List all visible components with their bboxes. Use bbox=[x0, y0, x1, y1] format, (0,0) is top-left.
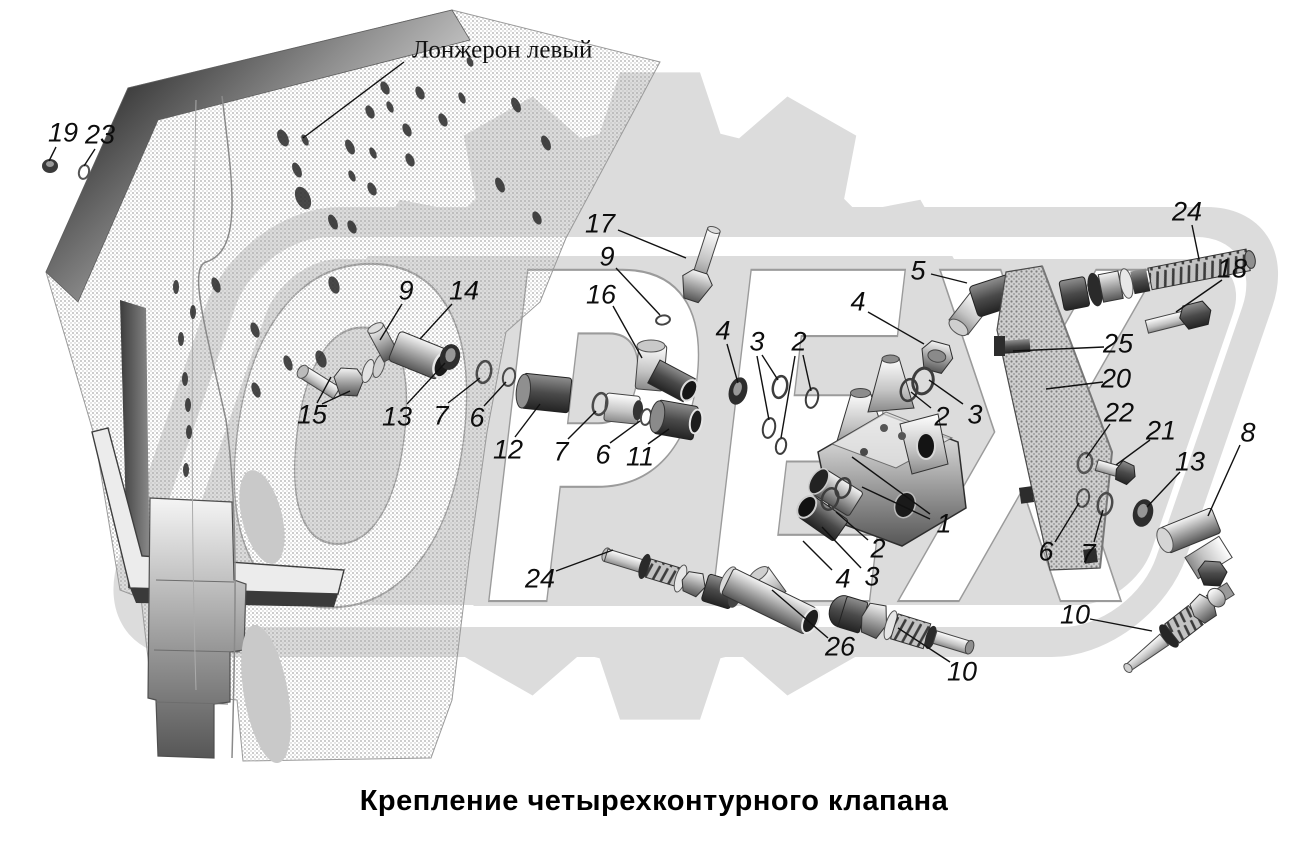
part-6-seal-ring bbox=[501, 367, 517, 387]
leader-lines bbox=[48, 61, 1241, 663]
part-2-ring bbox=[774, 437, 788, 455]
longeron-oval-hole bbox=[239, 470, 285, 564]
part-7-seal-ring bbox=[591, 391, 609, 417]
part-2-ring bbox=[804, 387, 820, 409]
part-15-bolt bbox=[296, 364, 365, 400]
part-20-bracket bbox=[994, 265, 1114, 571]
part-16-elbow bbox=[634, 339, 699, 403]
part-18-bolt bbox=[1144, 300, 1212, 334]
part-10-fitting bbox=[828, 595, 975, 655]
part-2-ring bbox=[899, 377, 919, 403]
longeron-inner-line bbox=[191, 99, 197, 691]
part-21-bolt bbox=[1094, 459, 1136, 486]
part-7-seal-ring bbox=[475, 359, 493, 385]
part-11-union bbox=[649, 399, 704, 441]
part-12-sleeve bbox=[515, 372, 644, 425]
bracket-steps bbox=[153, 579, 241, 705]
part-19-plug bbox=[42, 159, 58, 173]
part-24-hose-fitting bbox=[1058, 248, 1256, 311]
diagram-title: Крепление четырехконтурного клапана bbox=[359, 785, 949, 817]
part-3-ring bbox=[761, 417, 777, 439]
bracket-stud bbox=[1018, 486, 1035, 504]
frame-label: Лонжерон левый bbox=[412, 36, 593, 64]
part-8-elbow-fitting bbox=[1156, 507, 1235, 609]
longeron-flange-top bbox=[45, 9, 471, 303]
part-10-fitting bbox=[1123, 587, 1226, 673]
part-4-washer bbox=[728, 377, 748, 405]
longeron-bracket bbox=[147, 497, 247, 759]
part-2-ring bbox=[820, 487, 840, 511]
part-3-ring bbox=[911, 366, 935, 396]
part-3-ring bbox=[771, 374, 789, 400]
longeron-holes bbox=[173, 57, 551, 477]
bracket-stud bbox=[1083, 548, 1098, 564]
part-17-bolt bbox=[682, 225, 721, 304]
longeron-oval-hole bbox=[241, 624, 291, 764]
part-3-ring bbox=[834, 477, 852, 499]
part-23-ring bbox=[77, 164, 91, 180]
longeron-inner-contour bbox=[197, 95, 236, 759]
part-4-fitting bbox=[796, 495, 848, 541]
part-9-ring bbox=[655, 314, 671, 326]
part-7-seal-ring bbox=[1096, 491, 1114, 517]
part-22-ring bbox=[1076, 451, 1094, 475]
part-4-nut bbox=[921, 340, 954, 374]
part-6-seal-ring bbox=[1075, 488, 1091, 508]
